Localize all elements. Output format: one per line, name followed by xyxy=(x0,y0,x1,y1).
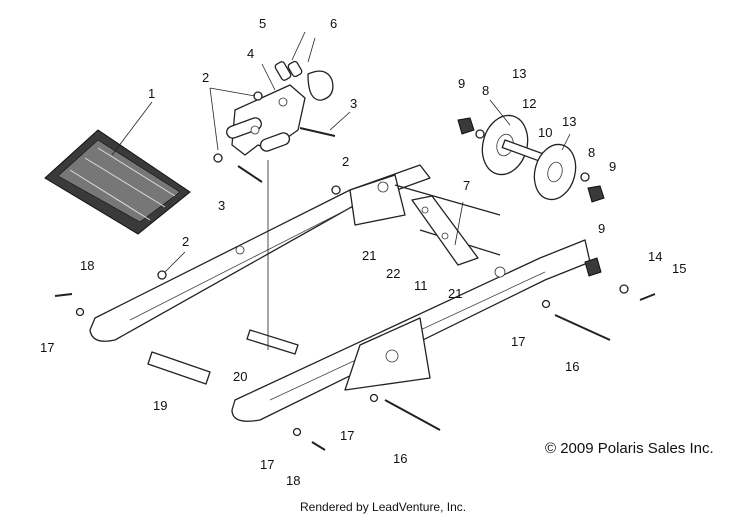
callout-15: 15 xyxy=(672,261,686,276)
callout-20: 20 xyxy=(233,369,247,384)
part-9-nuts xyxy=(457,117,605,277)
part-8-washers xyxy=(475,129,590,182)
callout-4: 4 xyxy=(247,46,254,61)
callout-13: 13 xyxy=(512,66,526,81)
callout-18: 18 xyxy=(80,258,94,273)
part-14-washer xyxy=(619,284,629,294)
part-6-cam xyxy=(287,60,334,101)
callout-21: 21 xyxy=(362,248,376,263)
callout-10: 10 xyxy=(538,125,552,140)
part-7-arm xyxy=(411,195,479,266)
callout-16: 16 xyxy=(565,359,579,374)
callout-8: 8 xyxy=(588,145,595,160)
part-17-washers xyxy=(75,299,551,437)
part-13-idler-wheel-front xyxy=(533,143,577,201)
callout-2: 2 xyxy=(342,154,349,169)
callout-21: 21 xyxy=(448,286,462,301)
cross-shafts xyxy=(147,184,501,385)
copyright-notice: © 2009 Polaris Sales Inc. xyxy=(545,440,714,457)
callout-7: 7 xyxy=(463,178,470,193)
callout-11: 11 xyxy=(414,278,428,293)
callout-5: 5 xyxy=(259,16,266,31)
footer-credit: Rendered by LeadVenture, Inc. xyxy=(300,500,467,514)
part-16-bolts xyxy=(384,314,611,431)
part-4-upper-bracket xyxy=(226,84,306,156)
callout-9: 9 xyxy=(458,76,465,91)
part-3-bolts xyxy=(237,127,336,183)
callout-labels: 1 2 2 2 3 3 4 5 6 7 8 8 9 9 9 10 11 12 1… xyxy=(40,16,686,488)
callout-1: 1 xyxy=(148,86,155,101)
callout-18: 18 xyxy=(286,473,300,488)
part-15-bolt xyxy=(639,293,656,301)
callout-13: 13 xyxy=(562,114,576,129)
callout-17: 17 xyxy=(340,428,354,443)
callout-14: 14 xyxy=(648,249,662,264)
callout-17: 17 xyxy=(40,340,54,355)
callout-19: 19 xyxy=(153,398,167,413)
part-18-bolts xyxy=(54,293,326,451)
callout-16: 16 xyxy=(393,451,407,466)
callout-12: 12 xyxy=(522,96,536,111)
callout-17: 17 xyxy=(260,457,274,472)
callout-6: 6 xyxy=(330,16,337,31)
callout-2: 2 xyxy=(182,234,189,249)
part-2-nuts xyxy=(157,91,341,280)
part-1-track-section xyxy=(44,129,191,235)
leader-lines xyxy=(111,31,571,350)
part-5-pin xyxy=(274,61,292,81)
front-rail xyxy=(231,239,591,422)
callout-9: 9 xyxy=(609,159,616,174)
callout-3: 3 xyxy=(218,198,225,213)
callout-17: 17 xyxy=(511,334,525,349)
callout-3: 3 xyxy=(350,96,357,111)
callout-2: 2 xyxy=(202,70,209,85)
callout-22: 22 xyxy=(386,266,400,281)
callout-8: 8 xyxy=(482,83,489,98)
callout-9: 9 xyxy=(598,221,605,236)
rear-rail xyxy=(89,164,431,342)
